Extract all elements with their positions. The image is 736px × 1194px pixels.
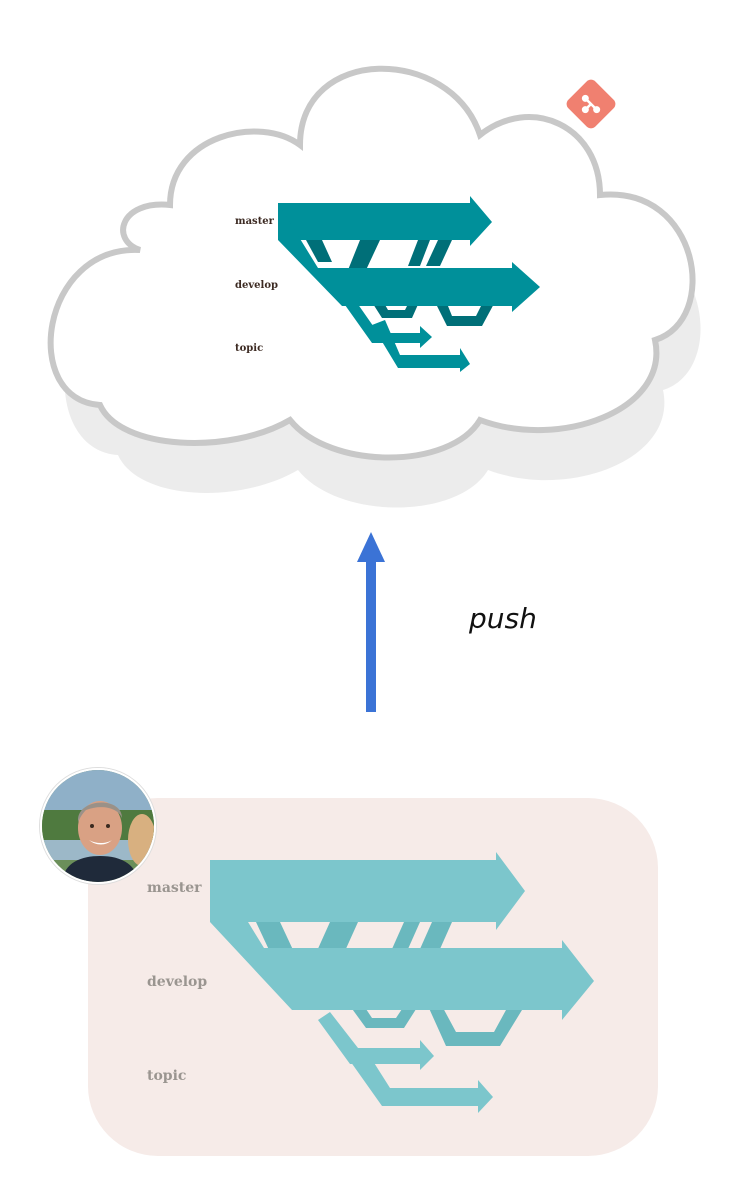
local-master-arrow: [210, 852, 525, 930]
up-arrow-icon: [355, 530, 387, 712]
cloud-shape: [51, 69, 693, 458]
local-loop-2: [428, 1006, 522, 1046]
local-label-develop: develop: [147, 974, 207, 990]
local-label-master: master: [147, 880, 202, 896]
user-avatar: [40, 768, 156, 884]
local-label-topic: topic: [147, 1068, 186, 1084]
remote-label-master: master: [235, 216, 274, 227]
push-label: push: [469, 602, 537, 635]
git-logo-icon: [564, 77, 618, 131]
remote-repository-cloud: [0, 0, 736, 520]
remote-label-topic: topic: [235, 343, 263, 354]
remote-label-develop: develop: [235, 280, 278, 291]
remote-master-arrow: [278, 196, 492, 246]
